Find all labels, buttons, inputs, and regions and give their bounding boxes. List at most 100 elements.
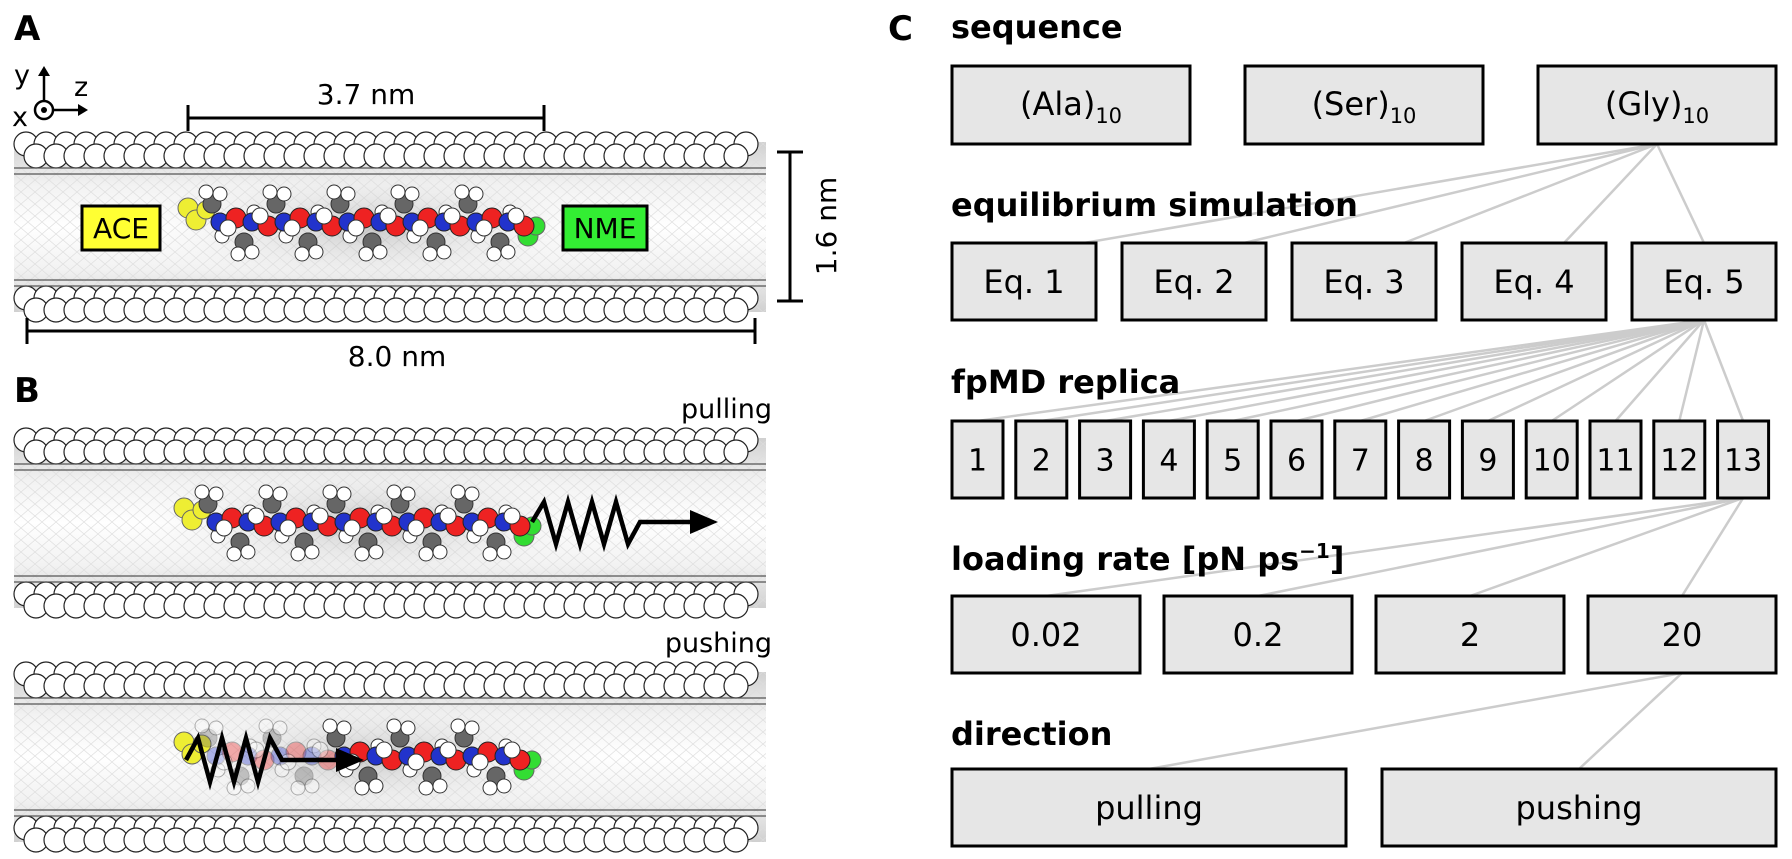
hydrogen-atom [422, 246, 438, 262]
hydrogen-atom [251, 207, 269, 225]
sequence-ser-text: (Ser)10 [1312, 85, 1417, 128]
hydrogen-atom [471, 753, 489, 771]
connector-line [1403, 142, 1658, 245]
connector-line [1243, 142, 1658, 245]
hydrogen-atom [375, 741, 393, 759]
axis-x-label: x [12, 102, 28, 133]
hydrogen-atom [262, 184, 278, 200]
replica-label-11: 11 [1596, 443, 1634, 478]
hydrogen-atom [279, 519, 297, 537]
spring-pushing [184, 729, 364, 791]
hydrogen-atom [450, 718, 466, 734]
connector-line [1487, 318, 1705, 423]
hydrogen-atom [368, 544, 384, 560]
hydrogen-atom [322, 718, 338, 734]
tube-shadow [110, 162, 630, 292]
hydrogen-atom [240, 544, 256, 560]
connector-line [1563, 143, 1658, 244]
sequence-gly-text: (Gly)10 [1605, 85, 1709, 128]
panel-a-letter: A [14, 9, 41, 49]
hydrogen-atom [336, 486, 352, 502]
replica-box-9: 9 [1460, 419, 1515, 500]
connector-line [1655, 143, 1706, 244]
equilibrium-box-3: Eq. 3 [1290, 241, 1438, 322]
connector-line [1578, 672, 1683, 770]
replica-label-7: 7 [1351, 443, 1370, 478]
equilibrium-box-1: Eq. 1 [950, 241, 1098, 322]
hydrogen-atom [418, 546, 434, 562]
hydrogen-atom [436, 244, 452, 260]
panel-a: A y z x 3.7 nm 1.6 nm [12, 9, 843, 373]
hydrogen-atom [272, 720, 288, 736]
equilibrium-label-4: Eq. 4 [1493, 263, 1574, 301]
dimension-top-label: 3.7 nm [317, 78, 415, 111]
equilibrium-label-3: Eq. 3 [1323, 263, 1404, 301]
connector-line [1702, 319, 1745, 422]
hydrogen-atom [240, 778, 256, 794]
hydrogen-atom [290, 546, 306, 562]
connector-line [1680, 497, 1745, 597]
hydrogen-atom [276, 186, 292, 202]
hydrogen-atom [443, 207, 461, 225]
nanotube-pulling [13, 427, 766, 619]
loading-title-main: loading rate [pN ps [951, 540, 1299, 578]
tree-connectors [977, 142, 1745, 771]
loading-rate-box-3: 2 [1374, 594, 1566, 675]
loading-title-close: ] [1330, 540, 1345, 578]
connector-line [1551, 318, 1705, 423]
hydrogen-atom [407, 753, 425, 771]
tube-atom [723, 297, 749, 323]
equilibrium-box-5: Eq. 5 [1630, 241, 1778, 322]
replica-box-12: 12 [1652, 419, 1707, 500]
hydrogen-atom [475, 219, 493, 237]
equilibrium-box-4: Eq. 4 [1460, 241, 1608, 322]
replica-box-3: 3 [1078, 419, 1133, 500]
hydrogen-atom [432, 778, 448, 794]
hydrogen-atom [468, 186, 484, 202]
hydrogen-atom [372, 244, 388, 260]
connector-line [1359, 318, 1705, 423]
axis-z-label: z [74, 72, 88, 103]
hydrogen-atom [464, 720, 480, 736]
replica-box-10: 10 [1524, 419, 1579, 500]
hydrogen-atom [482, 780, 498, 796]
replica-label-9: 9 [1478, 443, 1497, 478]
hydrogen-atom [294, 246, 310, 262]
hydrogen-atom [454, 184, 470, 200]
connector-line [1296, 318, 1705, 423]
carbon-atom [294, 766, 314, 786]
replica-label-10: 10 [1533, 443, 1571, 478]
hydrogen-atom [304, 778, 320, 794]
hydrogen-atom [308, 244, 324, 260]
hydrogen-atom [375, 507, 393, 525]
replica-label-12: 12 [1660, 443, 1698, 478]
hydrogen-atom [215, 519, 233, 537]
connector-line [1168, 318, 1705, 423]
tube-atom [723, 439, 749, 465]
hydrogen-atom [208, 720, 224, 736]
hydrogen-atom [272, 486, 288, 502]
axes-icon: y z x [12, 60, 88, 133]
hydrogen-atom [219, 219, 237, 237]
panel-b: B pulling pushing [13, 371, 772, 853]
hydrogen-atom [208, 486, 224, 502]
replica-box-5: 5 [1205, 419, 1260, 500]
connector-line [1257, 496, 1744, 598]
replica-label-4: 4 [1159, 443, 1178, 478]
nanotube-pushing [13, 661, 766, 853]
hydrogen-atom [386, 484, 402, 500]
hydrogen-atom [379, 207, 397, 225]
hydrogen-atom [258, 484, 274, 500]
hydrogen-atom [326, 184, 342, 200]
direction-box-2: pushing [1380, 767, 1778, 848]
hydrogen-atom [322, 484, 338, 500]
hydrogen-atom [230, 246, 246, 262]
sequence-row: (Ala)10 (Ser)10 (Gly)10 [950, 64, 1778, 146]
connector-line [1041, 318, 1705, 423]
loading-rate-box-2: 0.2 [1162, 594, 1354, 675]
sequence-box-gly: (Gly)10 [1536, 64, 1778, 146]
loading-rate-box-4: 20 [1586, 594, 1778, 675]
replica-box-4: 4 [1141, 419, 1196, 500]
connector-line [1045, 496, 1744, 598]
hydrogen-atom [496, 778, 512, 794]
